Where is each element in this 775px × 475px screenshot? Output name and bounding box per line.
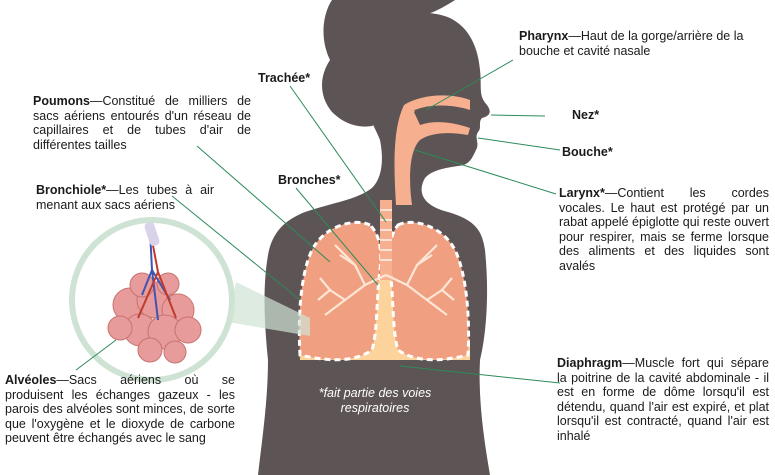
term-bronchiole: Bronchiole* [36,183,106,197]
term-bronches: Bronches* [278,173,341,187]
term-diaphragm: Diaphragm [557,356,622,370]
term-nez: Nez* [572,108,599,122]
footnote: *fait partie des voies respiratoires [300,386,450,416]
label-alveoles: Alvéoles—Sacs aériens où se produisent l… [5,373,235,446]
term-trachee: Trachée* [258,71,310,85]
label-larynx: Larynx*—Contient les cordes vocales. Le … [559,186,769,273]
label-pharynx: Pharynx—Haut de la gorge/arrière de la b… [519,29,769,58]
term-larynx: Larynx* [559,186,605,200]
label-bronchiole: Bronchiole*—Les tubes à air menant aux s… [36,183,214,212]
label-bronches: Bronches* [278,173,341,188]
label-diaphragm: Diaphragm—Muscle fort qui sépare la poit… [557,356,769,443]
term-bouche: Bouche* [562,145,613,159]
label-bouche: Bouche* [562,145,613,160]
label-poumons: Poumons—Constitué de milliers de sacs aé… [33,94,251,152]
label-nez: Nez* [572,108,599,123]
label-trachee: Trachée* [258,71,310,86]
term-poumons: Poumons [33,94,90,108]
term-alveoles: Alvéoles [5,373,56,387]
term-pharynx: Pharynx [519,29,568,43]
